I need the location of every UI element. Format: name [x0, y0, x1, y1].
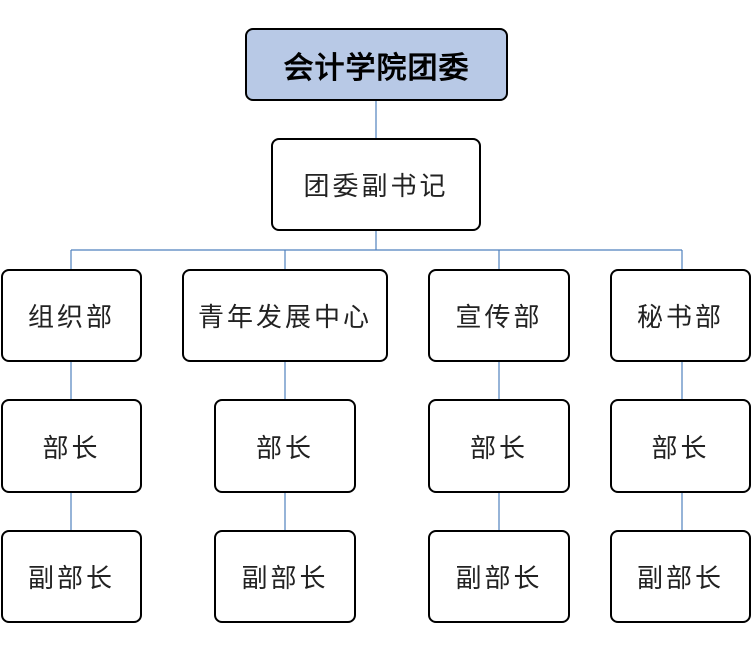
deputy-head-node-secretariat: 副部长: [610, 530, 751, 623]
head-node-secretariat: 部长: [610, 399, 751, 493]
deputy-secretary-node: 团委副书记: [271, 138, 481, 231]
root-node: 会计学院团委: [245, 28, 508, 101]
department-node-organization: 组织部: [1, 269, 142, 362]
department-node-publicity: 宣传部: [428, 269, 570, 362]
deputy-head-node-organization: 副部长: [1, 530, 142, 623]
department-node-youth-development: 青年发展中心: [182, 269, 388, 362]
head-node-publicity: 部长: [428, 399, 570, 493]
deputy-head-node-youth-development: 副部长: [214, 530, 356, 623]
deputy-head-node-publicity: 副部长: [428, 530, 570, 623]
department-node-secretariat: 秘书部: [610, 269, 751, 362]
head-node-youth-development: 部长: [214, 399, 356, 493]
head-node-organization: 部长: [1, 399, 142, 493]
